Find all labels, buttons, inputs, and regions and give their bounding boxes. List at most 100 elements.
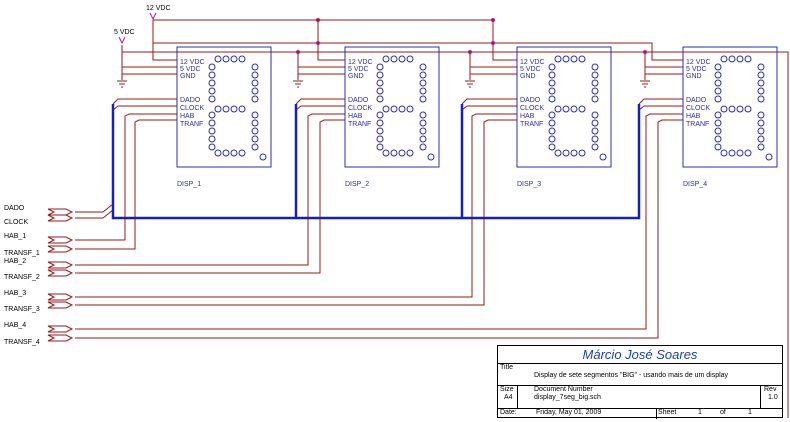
display-1-ref: DISP_1 bbox=[177, 181, 201, 188]
display-4-pin-clock: CLOCK bbox=[686, 105, 710, 112]
display-4-pin-5-vdc: 5 VDC bbox=[686, 66, 707, 73]
wire-clock-entry bbox=[461, 105, 517, 111]
connector-label-hab_4: HAB_4 bbox=[4, 322, 26, 329]
segment-led bbox=[714, 63, 722, 71]
segment-led bbox=[744, 105, 752, 113]
segment-led bbox=[419, 119, 427, 127]
segment-led bbox=[222, 149, 230, 157]
wire-clock-in bbox=[75, 209, 114, 219]
display-2-pin-hab: HAB bbox=[348, 113, 363, 120]
display-1-pin-5-vdc: 5 VDC bbox=[180, 66, 201, 73]
segment-led bbox=[208, 63, 216, 71]
segment-led bbox=[548, 63, 556, 71]
segment-led bbox=[554, 55, 562, 63]
segment-led bbox=[251, 143, 259, 151]
segment-led bbox=[548, 127, 556, 135]
wire-12v-disp1 bbox=[152, 43, 177, 61]
display-3-ref: DISP_3 bbox=[517, 181, 541, 188]
wire-hab-2 bbox=[75, 113, 345, 266]
decimal-point-led bbox=[427, 153, 435, 161]
wire-transf-2 bbox=[75, 119, 345, 274]
segment-led bbox=[419, 95, 427, 103]
segment-led bbox=[757, 143, 765, 151]
segment-led bbox=[591, 127, 599, 135]
segment-led bbox=[419, 143, 427, 151]
connector-label-hab_1: HAB_1 bbox=[4, 233, 26, 240]
segment-led bbox=[376, 87, 384, 95]
segment-led bbox=[398, 149, 406, 157]
sheet-value: 1 bbox=[698, 409, 702, 416]
segment-led bbox=[376, 71, 384, 79]
connector-port bbox=[47, 334, 74, 342]
segment-led bbox=[736, 55, 744, 63]
segment-led bbox=[376, 135, 384, 143]
segment-led bbox=[714, 95, 722, 103]
segment-led bbox=[757, 71, 765, 79]
display-1-pin-hab: HAB bbox=[180, 113, 195, 120]
segment-led bbox=[720, 55, 728, 63]
wire-hab-1 bbox=[75, 113, 177, 241]
segment-led bbox=[757, 135, 765, 143]
segment-led bbox=[714, 111, 722, 119]
segment-led bbox=[208, 119, 216, 127]
segment-led bbox=[714, 71, 722, 79]
segment-led bbox=[548, 71, 556, 79]
display-1-pin-gnd: GND bbox=[180, 73, 196, 80]
display-1-pin-12-vdc: 12 VDC bbox=[180, 59, 205, 66]
segment-led bbox=[208, 87, 216, 95]
display-3-pin-12-vdc: 12 VDC bbox=[520, 59, 545, 66]
segment-led bbox=[720, 105, 728, 113]
display-4-pin-tranf: TRANF bbox=[686, 121, 709, 128]
segment-led bbox=[548, 79, 556, 87]
decimal-point-led bbox=[765, 153, 773, 161]
connector-port bbox=[47, 208, 74, 216]
segment-led bbox=[591, 87, 599, 95]
title-label: Title bbox=[500, 364, 513, 371]
decimal-point-led bbox=[599, 153, 607, 161]
segment-led bbox=[548, 143, 556, 151]
connector-label-transf_3: TRANSF_3 bbox=[4, 306, 40, 313]
display-3-pin-hab: HAB bbox=[520, 113, 535, 120]
segment-led bbox=[562, 149, 570, 157]
segment-led bbox=[376, 79, 384, 87]
segment-led bbox=[591, 135, 599, 143]
wire-dado-entry bbox=[461, 98, 517, 105]
wires-layer bbox=[47, 12, 789, 418]
segment-led bbox=[251, 87, 259, 95]
wire-dado-entry bbox=[638, 98, 683, 105]
display-3-pin-gnd: GND bbox=[520, 73, 536, 80]
segment-led bbox=[757, 119, 765, 127]
segment-led bbox=[238, 105, 246, 113]
connector-label-hab_2: HAB_2 bbox=[4, 258, 26, 265]
wire-dado-entry bbox=[295, 98, 345, 105]
segment-led bbox=[208, 135, 216, 143]
segment-led bbox=[578, 149, 586, 157]
segment-led bbox=[714, 127, 722, 135]
wire-dado-entry bbox=[112, 98, 177, 105]
segment-led bbox=[251, 79, 259, 87]
bus-layer bbox=[111, 104, 641, 220]
segment-led bbox=[591, 143, 599, 151]
display-3-pin-5-vdc: 5 VDC bbox=[520, 66, 541, 73]
wire-hab-4 bbox=[75, 113, 683, 330]
connector-label-dado: DADO bbox=[4, 205, 25, 212]
segment-led bbox=[208, 143, 216, 151]
connector-label-clock: CLOCK bbox=[4, 219, 28, 226]
segment-led bbox=[591, 111, 599, 119]
segment-led bbox=[591, 119, 599, 127]
display-3-body bbox=[516, 46, 612, 168]
segment-led bbox=[376, 111, 384, 119]
segment-led bbox=[757, 63, 765, 71]
segment-led bbox=[222, 105, 230, 113]
display-3-pin-dado: DADO bbox=[520, 97, 541, 104]
segment-led bbox=[570, 105, 578, 113]
display-2-pin-gnd: GND bbox=[348, 73, 364, 80]
data-clock-bus bbox=[111, 104, 641, 220]
segment-led bbox=[744, 149, 752, 157]
segment-led bbox=[714, 87, 722, 95]
display-1-pin-tranf: TRANF bbox=[180, 121, 203, 128]
segment-led bbox=[376, 95, 384, 103]
segment-led bbox=[398, 105, 406, 113]
segment-led bbox=[714, 143, 722, 151]
